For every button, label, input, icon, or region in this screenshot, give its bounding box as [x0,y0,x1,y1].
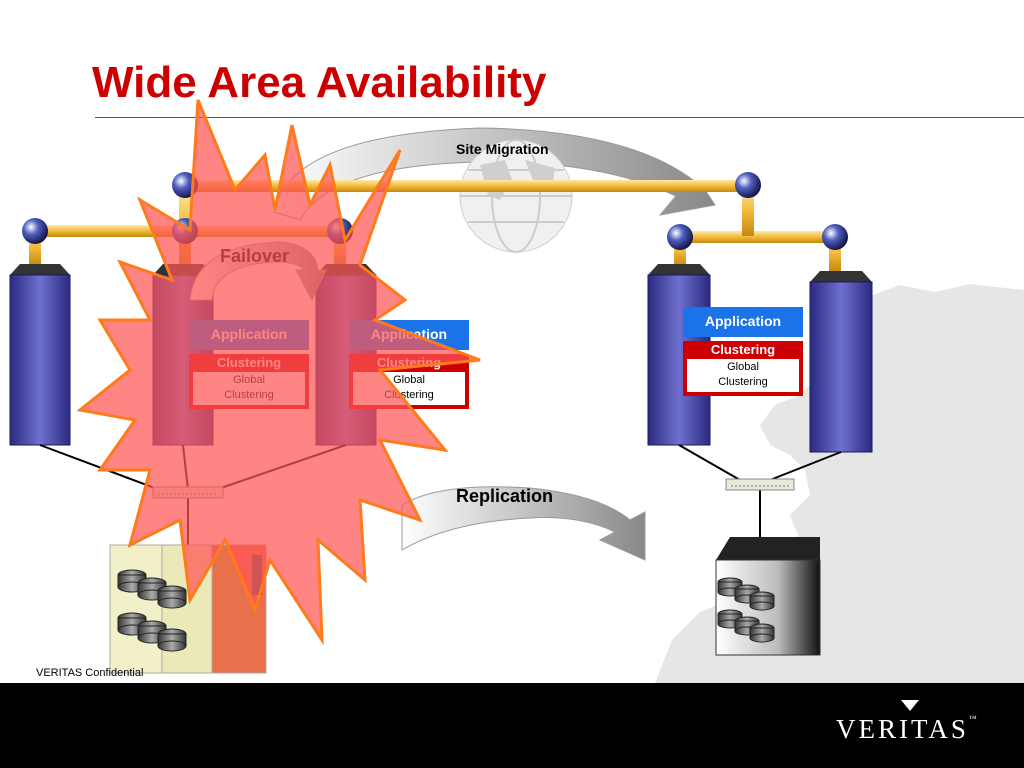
replication-label: Replication [456,486,554,506]
global-clustering-box: Global Clustering [687,359,799,392]
server-right-2 [809,271,873,453]
global-clustering-box: Global Clustering [193,372,305,405]
trademark-mark: ™ [968,714,977,723]
application-box: Application [683,307,803,337]
title-divider [95,117,1024,118]
global-clustering-line2: Clustering [718,376,768,388]
global-clustering-line2: Clustering [224,389,274,401]
global-clustering-box: Global Clustering [353,372,465,405]
confidential-note: VERITAS Confidential [36,667,144,679]
clustering-label: Clustering [216,355,282,370]
clustering-box: Clustering Global Clustering [349,354,469,409]
brand-text: VERITAS [836,714,969,744]
san-links-right [678,444,842,540]
server-left-1 [9,264,71,446]
storage-array-right [715,537,821,656]
left-site-network [29,180,750,270]
san-switch-left [152,486,224,499]
clustering-label: Clustering [710,342,776,357]
global-clustering-line1: Global [393,374,425,386]
application-box: Application [189,320,309,350]
global-clustering-line1: Global [233,374,265,386]
veritas-logo-mark-icon [901,700,919,711]
global-clustering-line1: Global [727,361,759,373]
global-clustering-line2: Clustering [384,389,434,401]
world-map-background [655,284,1024,683]
clustering-label: Clustering [376,355,442,370]
application-box: Application [349,320,469,350]
clustering-box: Clustering Global Clustering [683,341,803,396]
clustering-box: Clustering Global Clustering [189,354,309,409]
slide-title: Wide Area Availability [92,58,547,107]
veritas-logo: VERITAS™ [836,714,977,745]
san-switch-right [725,478,795,491]
failover-label: Failover [220,246,290,266]
storage-array-left [109,544,267,674]
site-migration-label: Site Migration [456,141,549,157]
footer-bar [0,683,1024,768]
